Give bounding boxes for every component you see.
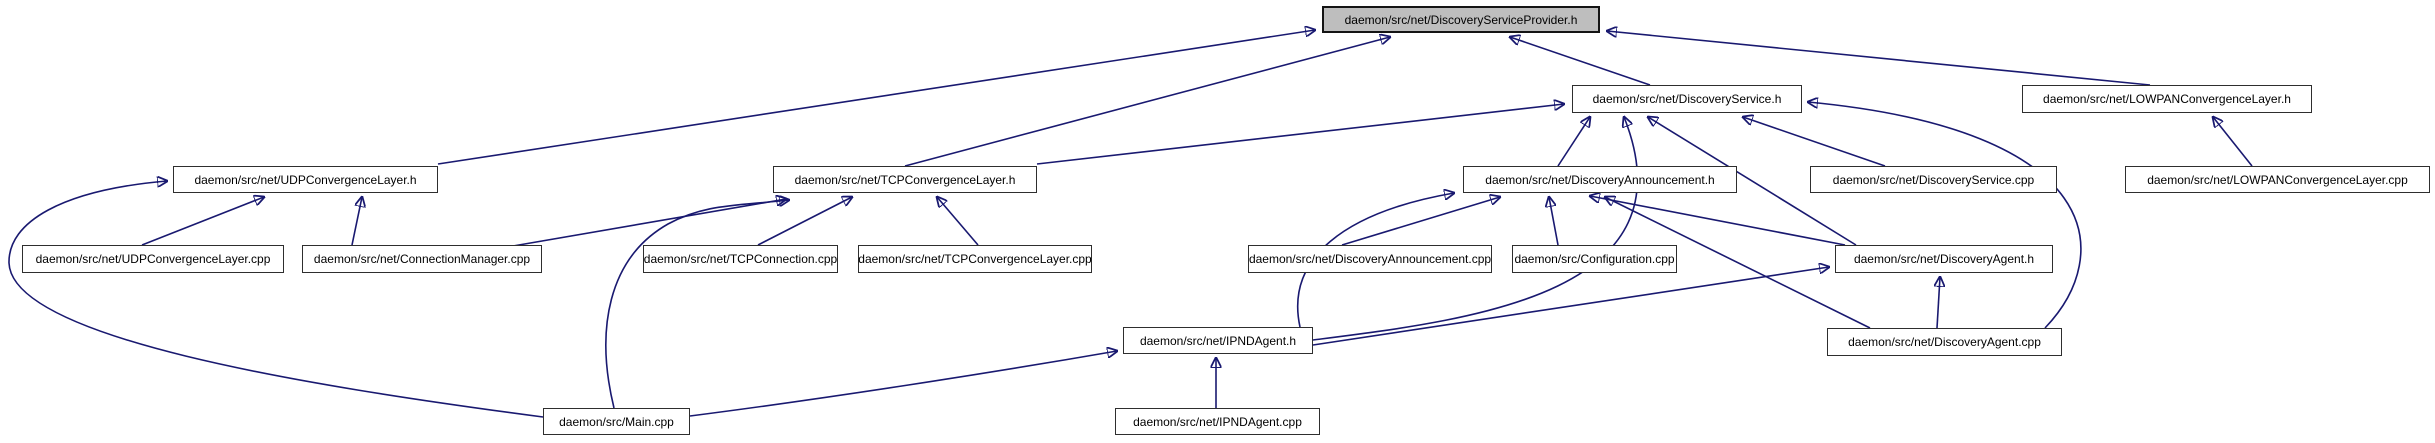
- node-lowpan-convergence-layer-h[interactable]: daemon/src/net/LOWPANConvergenceLayer.h: [2022, 85, 2312, 113]
- edge-announcement-cpp-to-announcement-h: [1341, 197, 1500, 246]
- node-connection-manager-cpp[interactable]: daemon/src/net/ConnectionManager.cpp: [302, 245, 542, 273]
- edge-tcpconn-cpp-to-tcp-h: [757, 197, 852, 246]
- node-tcp-connection-cpp[interactable]: daemon/src/net/TCPConnection.cpp: [643, 245, 838, 273]
- edge-main-cpp-to-udp-h: [8, 181, 544, 418]
- edge-agent-h-to-announcement-h: [1590, 196, 1846, 246]
- node-tcp-convergence-layer-h[interactable]: daemon/src/net/TCPConvergenceLayer.h: [773, 166, 1037, 193]
- edge-ipnd-h-to-service: [1312, 117, 1639, 341]
- edge-config-cpp-to-announcement-h: [1549, 197, 1559, 246]
- edge-service-to-provider: [1510, 37, 1651, 86]
- edge-lowpan-cpp-to-lowpan-h: [2213, 117, 2253, 167]
- edge-tcp-h-to-provider: [904, 37, 1390, 167]
- edge-service-cpp-to-service: [1743, 117, 1886, 167]
- node-udp-convergence-layer-cpp[interactable]: daemon/src/net/UDPConvergenceLayer.cpp: [22, 245, 284, 273]
- node-discovery-announcement-h[interactable]: daemon/src/net/DiscoveryAnnouncement.h: [1463, 166, 1737, 193]
- node-discovery-agent-cpp[interactable]: daemon/src/net/DiscoveryAgent.cpp: [1827, 328, 2062, 356]
- edge-udp-cpp-to-udp-h: [141, 197, 264, 246]
- node-configuration-cpp[interactable]: daemon/src/Configuration.cpp: [1512, 245, 1677, 273]
- edge-agent-cpp-to-service: [1808, 102, 2082, 329]
- edge-lowpan-h-to-provider: [1607, 31, 2151, 86]
- edge-agent-cpp-to-announcement-h: [1605, 197, 1871, 329]
- edge-connmgr-cpp-to-tcp-h: [512, 199, 786, 247]
- node-discovery-service-provider-h[interactable]: daemon/src/net/DiscoveryServiceProvider.…: [1322, 6, 1600, 33]
- node-ipnd-agent-cpp[interactable]: daemon/src/net/IPNDAgent.cpp: [1115, 408, 1320, 435]
- node-discovery-service-cpp[interactable]: daemon/src/net/DiscoveryService.cpp: [1810, 166, 2057, 193]
- node-discovery-agent-h[interactable]: daemon/src/net/DiscoveryAgent.h: [1835, 245, 2053, 273]
- edge-announcement-h-to-service: [1557, 117, 1590, 167]
- edge-tcp-h-to-service: [1036, 104, 1564, 165]
- edge-main-cpp-to-ipnd-h: [689, 351, 1117, 417]
- edge-agent-cpp-to-agent-h: [1937, 277, 1940, 329]
- node-tcp-convergence-layer-cpp[interactable]: daemon/src/net/TCPConvergenceLayer.cpp: [858, 245, 1092, 273]
- node-main-cpp[interactable]: daemon/src/Main.cpp: [543, 408, 690, 435]
- node-ipnd-agent-h[interactable]: daemon/src/net/IPNDAgent.h: [1123, 327, 1313, 354]
- edge-connmgr-cpp-to-udp-h: [351, 197, 362, 246]
- node-lowpan-convergence-layer-cpp[interactable]: daemon/src/net/LOWPANConvergenceLayer.cp…: [2125, 166, 2430, 193]
- edge-tcp-cpp-to-tcp-h: [937, 197, 979, 246]
- node-udp-convergence-layer-h[interactable]: daemon/src/net/UDPConvergenceLayer.h: [173, 166, 438, 193]
- edge-udp-h-to-provider: [437, 30, 1315, 165]
- node-discovery-announcement-cpp[interactable]: daemon/src/net/DiscoveryAnnouncement.cpp: [1248, 245, 1492, 273]
- edge-ipnd-h-to-announcement-h: [1296, 193, 1454, 328]
- edge-main-cpp-to-tcp-h: [605, 200, 789, 409]
- edge-agent-h-to-service: [1648, 117, 1857, 246]
- node-discovery-service-h[interactable]: daemon/src/net/DiscoveryService.h: [1572, 85, 1802, 113]
- edge-ipnd-h-to-agent-h: [1312, 267, 1829, 346]
